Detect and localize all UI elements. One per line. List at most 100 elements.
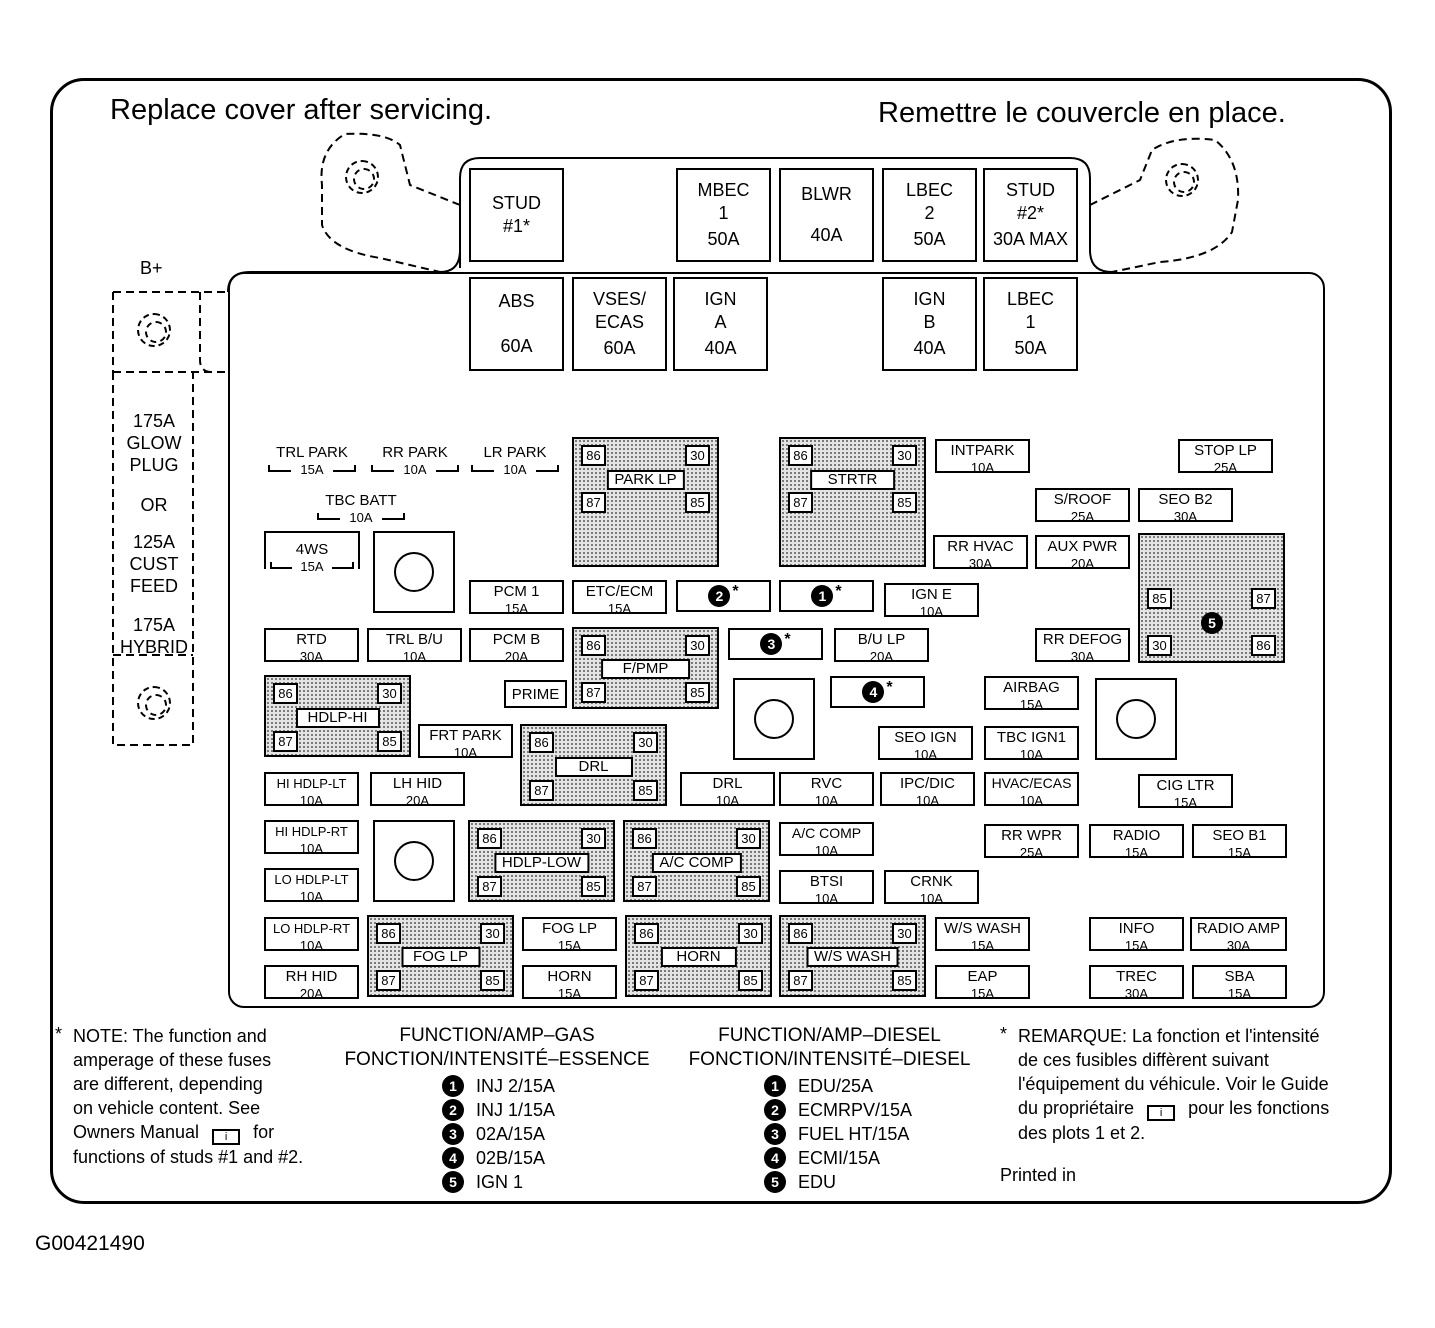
optional-fuse-4: 4* bbox=[830, 676, 925, 708]
stud-1: STUD #1* bbox=[469, 168, 564, 262]
glow-plug-label: 175A GLOW PLUG bbox=[126, 411, 182, 475]
owners-manual-icon: i bbox=[1147, 1105, 1176, 1121]
optional-fuse-1: 1* bbox=[779, 580, 874, 612]
figure-id: G00421490 bbox=[35, 1232, 145, 1255]
b-plus-label: B+ bbox=[140, 258, 163, 278]
or-label: OR bbox=[140, 495, 168, 515]
fuse-block-outline bbox=[50, 78, 1392, 1204]
socket-square bbox=[373, 531, 455, 613]
printed-in-label: Printed in bbox=[1000, 1165, 1077, 1185]
gas-heading: FUNCTION/AMP–GAS FONCTION/INTENSITÉ–ESSE… bbox=[344, 1025, 650, 1070]
diesel-heading: FUNCTION/AMP–DIESEL FONCTION/INTENSITÉ–D… bbox=[688, 1025, 971, 1070]
owners-manual-icon: i bbox=[212, 1129, 241, 1145]
optional-fuse-2: 2* bbox=[676, 580, 771, 612]
note-english: * NOTE: The function and amperage of the… bbox=[55, 1024, 304, 1167]
fuse-block-inner-outline bbox=[228, 272, 1325, 1008]
optional-fuse-3: 3* bbox=[728, 628, 823, 660]
mounting-hole bbox=[137, 686, 171, 720]
number-5-badge: 5 bbox=[1201, 612, 1223, 634]
stud-2: STUD #2*30A MAX bbox=[983, 168, 1078, 262]
note-french: * REMARQUE: La fonction et l'intensité d… bbox=[1000, 1024, 1380, 1187]
socket-square bbox=[373, 820, 455, 902]
socket-square bbox=[1095, 678, 1177, 760]
mounting-hole bbox=[345, 160, 379, 194]
header-replace-cover: Replace cover after servicing. bbox=[110, 94, 492, 126]
cust-feed-label: 125A CUST FEED bbox=[129, 532, 179, 596]
header-remettre-couvercle: Remettre le couvercle en place. bbox=[878, 97, 1286, 129]
hybrid-label: 175A HYBRID bbox=[119, 615, 188, 657]
mounting-hole bbox=[1165, 163, 1199, 197]
